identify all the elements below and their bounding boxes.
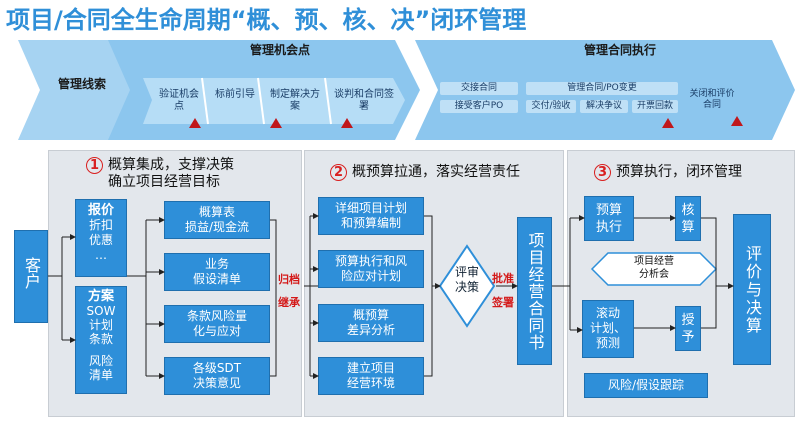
item-accept-po: 接受客户PO bbox=[440, 100, 518, 113]
sign-label: 签署 bbox=[492, 296, 514, 309]
warning-triangle-icon bbox=[270, 118, 282, 128]
quote-box: 报价 折扣 优惠 … bbox=[75, 199, 127, 277]
final-label: 评价与决算 bbox=[743, 244, 762, 335]
budget-exec-box: 预算执行和风 险应对计划 bbox=[318, 250, 424, 288]
item-billing: 开票回款 bbox=[632, 100, 678, 113]
item-prebid: 标前引导 bbox=[215, 89, 255, 100]
lead-label: 管理线索 bbox=[57, 77, 106, 91]
risk-track-box: 风险/假设跟踪 bbox=[584, 373, 708, 398]
rolling-box: 滚动 计划、 预测 bbox=[582, 300, 634, 358]
item-close: 关闭和评价合同 bbox=[689, 89, 735, 110]
item-negotiate: 谈判和合同签署 bbox=[334, 89, 394, 112]
assumption-box: 业务 假设清单 bbox=[164, 253, 270, 291]
item-change: 管理合同/PO变更 bbox=[526, 82, 678, 95]
chevron-lead bbox=[18, 40, 132, 140]
warning-triangle-icon bbox=[189, 118, 201, 128]
review-diamond bbox=[438, 244, 496, 328]
item-verify: 验证机会点 bbox=[159, 89, 199, 112]
page-title: 项目/合同全生命周期“概、预、核、决”闭环管理 bbox=[6, 6, 527, 34]
contract-exec-title: 管理合同执行 bbox=[583, 43, 656, 57]
item-dispute: 解决争议 bbox=[580, 100, 628, 113]
opportunity-title: 管理机会点 bbox=[249, 43, 310, 57]
estimate-box: 概算表 损益/现金流 bbox=[164, 201, 270, 239]
strip-opportunity bbox=[143, 78, 405, 124]
warning-triangle-icon bbox=[731, 116, 743, 126]
meeting-label: 项目经营 分析会 bbox=[634, 256, 674, 280]
item-deliver: 交付/验收 bbox=[526, 100, 576, 113]
budget-exec-p3-box: 预算 执行 bbox=[584, 196, 634, 241]
warning-triangle-icon bbox=[662, 118, 674, 128]
meeting-hex bbox=[590, 252, 718, 286]
variance-box: 概预算 差异分析 bbox=[318, 304, 424, 342]
inherit-label: 继承 bbox=[278, 296, 300, 309]
step-number: 3 bbox=[594, 164, 611, 181]
customer-label: 客户 bbox=[22, 257, 41, 289]
contract-label: 项目经营合同书 bbox=[525, 231, 545, 351]
archive-label: 归档 bbox=[278, 273, 300, 286]
solution-box: 方案 SOW 计划 条款 风险 清单 bbox=[75, 286, 127, 394]
item-handover: 交接合同 bbox=[440, 82, 518, 95]
sdt-box: 各级SDT 决策意见 bbox=[164, 357, 270, 395]
final-box: 评价与决算 bbox=[733, 214, 771, 365]
step-number: 2 bbox=[330, 164, 347, 181]
contract-box: 项目经营合同书 bbox=[517, 217, 552, 365]
item-solution: 制定解决方案 bbox=[270, 89, 320, 112]
customer-box: 客户 bbox=[14, 230, 48, 323]
review-label: 评审 决策 bbox=[454, 265, 479, 294]
environment-box: 建立项目 经营环境 bbox=[318, 357, 424, 395]
approve-label: 批准 bbox=[492, 272, 514, 285]
warning-triangle-icon bbox=[341, 118, 353, 128]
plan-box: 详细项目计划 和预算编制 bbox=[318, 197, 424, 235]
